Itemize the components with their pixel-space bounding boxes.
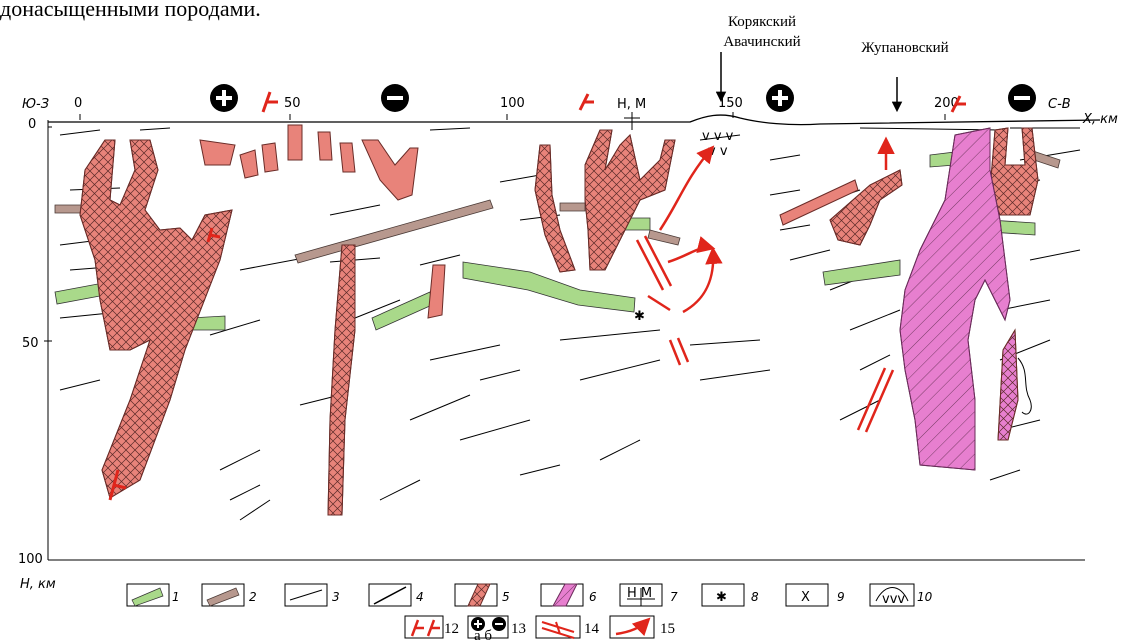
double-line-symbols	[637, 236, 893, 432]
legend-num-6: 6	[589, 590, 597, 604]
legend-item-13: а б 13	[468, 616, 526, 642]
legend-item-1: 1	[127, 584, 180, 606]
legend-item-7: Н М 7	[620, 584, 678, 606]
crater-symbol-2: v v	[708, 144, 728, 159]
red-body-8	[362, 140, 418, 200]
asterisk-point: ✱	[634, 309, 645, 324]
axis-label-sw: Ю-З	[22, 97, 49, 112]
legend-num-3: 3	[332, 590, 340, 604]
red-body-10	[428, 265, 445, 318]
x-tick-100: 100	[500, 96, 525, 111]
red-body-3	[240, 150, 258, 178]
red-body-14-hatch	[830, 170, 902, 245]
legend-item-10: vvv 10	[870, 584, 933, 607]
red-body-4	[262, 143, 278, 172]
legend-num-5: 5	[502, 590, 510, 604]
legend-num-15: 15	[660, 621, 675, 637]
legend-num-7: 7	[670, 590, 678, 604]
red-body-9-hatch	[328, 245, 355, 515]
legend-num-9: 9	[837, 590, 845, 604]
legend: 1 2 3 4 5 6 Н	[127, 584, 933, 642]
legend-item-3: 3	[285, 584, 340, 606]
legend-item-14: 14	[536, 616, 600, 638]
axis-label-x-unit: X, км	[1082, 112, 1118, 127]
green-layer-3	[372, 292, 432, 330]
legend-item-2: 2	[202, 584, 257, 606]
legend-num-2: 2	[249, 590, 257, 604]
magenta-dike-hatch	[998, 330, 1018, 440]
volcano-label-koryaksky: Корякский	[728, 14, 796, 30]
axis-label-y-unit: H, км	[20, 577, 56, 592]
legend-item-4: 4	[369, 584, 424, 606]
legend-symbol-8: ✱	[716, 590, 727, 605]
legend-num-13: 13	[511, 621, 526, 637]
brown-layer-2	[295, 200, 493, 263]
red-body-6	[318, 132, 332, 160]
legend-item-9: X 9	[786, 584, 845, 606]
legend-item-15: 15	[610, 616, 675, 638]
caption-fragment: донасыщенными породами.	[0, 0, 261, 21]
legend-symbol-10: vvv	[882, 592, 905, 607]
legend-num-12: 12	[444, 621, 459, 637]
x-tick-150: 150	[718, 96, 743, 111]
legend-num-10: 10	[917, 590, 933, 604]
red-body-15-hatch	[990, 128, 1038, 215]
y-tick-100: 100	[18, 552, 43, 567]
axis-label-ne: С-В	[1048, 97, 1071, 112]
legend-num-8: 8	[751, 590, 759, 604]
red-body-7	[340, 143, 355, 172]
volcano-label-zhupanovsky: Жупановский	[861, 40, 948, 56]
x-tick-50: 50	[284, 96, 301, 111]
legend-item-12: 12	[405, 616, 459, 638]
legend-num-14: 14	[584, 621, 600, 637]
legend-symbol-9: X	[801, 590, 810, 605]
y-tick-50: 50	[22, 336, 39, 351]
nm-label: Н, М	[617, 97, 646, 112]
red-body-2	[200, 140, 235, 165]
y-tick-0: 0	[28, 117, 36, 132]
legend-num-1: 1	[172, 590, 180, 604]
fault-markers	[110, 92, 966, 500]
legend-num-4: 4	[416, 590, 424, 604]
legend-sub-13: а б	[474, 628, 492, 642]
volcano-label-avachinsky: Авачинский	[723, 34, 800, 50]
brown-layer-3	[560, 203, 585, 211]
red-body-12-hatch	[585, 130, 675, 270]
right-contour-line	[1018, 358, 1031, 414]
x-tick-0: 0	[74, 96, 82, 111]
legend-item-5: 5	[455, 584, 510, 606]
legend-item-8: ✱ 8	[702, 584, 759, 606]
green-layer-4	[463, 262, 635, 312]
green-layer-6	[823, 260, 900, 285]
red-body-5	[288, 125, 302, 160]
legend-item-6: 6	[541, 584, 597, 606]
brown-layer-4	[648, 230, 680, 245]
